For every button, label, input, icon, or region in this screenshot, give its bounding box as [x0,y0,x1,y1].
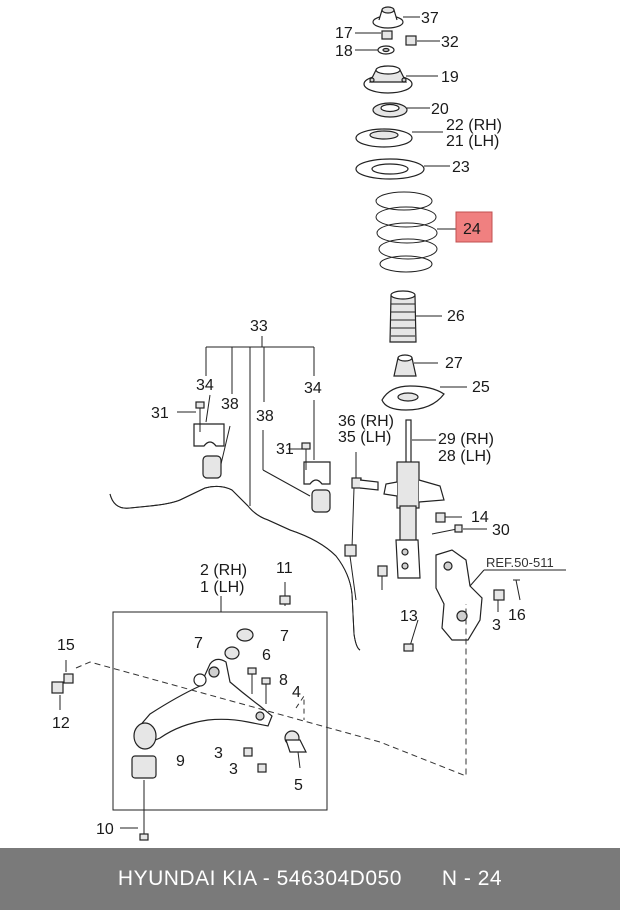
bolt-4 [261,677,271,704]
bushing-38-right [262,430,331,513]
insulator-19 [363,65,438,94]
label-24: 24 [463,221,481,238]
label-30: 30 [492,522,510,539]
label-7-left: 7 [194,635,203,652]
top-cap-37 [372,6,420,29]
label-5: 5 [294,777,303,794]
label-3-arm-a: 3 [214,745,223,762]
nut-17 [355,30,393,40]
bolt-10 [120,780,149,841]
label-27: 27 [445,355,463,372]
leader-33 [205,336,315,506]
label-8: 8 [279,672,288,689]
bushing-9 [131,755,157,779]
highlight-box-24 [455,211,493,243]
strut-assembly-28-29 [383,419,445,579]
label-10: 10 [96,821,114,838]
spring-pad-23 [355,158,450,180]
stabilizer-link-35-36 [344,452,379,601]
ball-joint-5 [284,730,307,769]
nut-3-knuckle [493,589,505,612]
label-37: 37 [421,10,439,27]
nut-12-15 [51,660,74,710]
label-29: 29 (RH) [438,431,494,448]
label-3-knuckle: 3 [492,617,501,634]
label-31-right: 31 [276,441,294,458]
label-7-right: 7 [280,628,289,645]
pin-16 [513,579,521,601]
label-23: 23 [452,159,470,176]
label-20: 20 [431,101,449,118]
dashed-reference-lines [75,604,467,777]
label-31-left: 31 [151,405,169,422]
label-17: 17 [335,25,353,42]
label-2: 2 (RH) [200,562,247,579]
coil-spring-24 [375,191,458,273]
diagram-svg: 37 17 32 18 19 20 22 (RH) 21 (LH) 23 24 … [51,6,566,841]
label-26: 26 [447,308,465,325]
label-6: 6 [262,647,271,664]
label-ref: REF.50-511 [486,555,554,570]
label-34-left: 34 [196,377,214,394]
label-12: 12 [52,715,70,732]
bracket-34-left [193,394,225,447]
bump-stop-27 [393,354,438,377]
label-11: 11 [276,560,293,577]
bolt-14 [435,512,462,523]
label-9: 9 [176,753,185,770]
label-33: 33 [250,318,268,335]
dust-boot-26 [389,290,442,343]
bolt-30 [431,524,487,535]
nut-32 [405,35,440,46]
label-25: 25 [472,379,490,396]
footer-part-number: HYUNDAI KIA - 546304D050 [117,867,402,890]
bearing-20 [372,102,430,118]
label-16: 16 [508,607,526,624]
label-21: 21 (LH) [446,133,499,150]
label-18: 18 [335,43,353,60]
part-number-footer: HYUNDAI KIA - 546304D050 N - 24 [0,848,620,910]
label-15: 15 [57,637,75,654]
bushing-7-6 [193,628,254,687]
bolt-8 [247,667,257,694]
bolt-11 [279,582,291,606]
label-38-right: 38 [256,408,274,425]
nut-3-link [377,565,388,590]
spring-seat-21-22 [355,128,443,148]
nut-3-arm [243,747,267,773]
label-22: 22 (RH) [446,117,502,134]
lower-control-arm [133,658,273,750]
footer-diagram-ref: N - 24 [441,867,503,890]
bolt-31-left [177,401,205,432]
label-14: 14 [471,509,489,526]
bushing-38-left [202,425,231,479]
steering-knuckle [435,549,566,641]
label-34-right: 34 [304,380,322,397]
label-1: 1 (LH) [200,579,244,596]
stabilizer-bar [109,485,361,651]
lower-spring-seat-25 [381,385,467,411]
label-13: 13 [400,608,418,625]
washer-18 [355,45,395,55]
label-32: 32 [441,34,459,51]
bracket-34-right [303,400,331,485]
label-3-arm-b: 3 [229,761,238,778]
bolt-31-right [288,442,311,470]
label-19: 19 [441,69,459,86]
label-35: 35 (LH) [338,429,391,446]
lower-arm-frame [112,596,328,811]
label-36: 36 (RH) [338,413,394,430]
label-4: 4 [292,684,301,701]
label-38-left: 38 [221,396,239,413]
bolt-13 [403,619,419,652]
label-28: 28 (LH) [438,448,491,465]
